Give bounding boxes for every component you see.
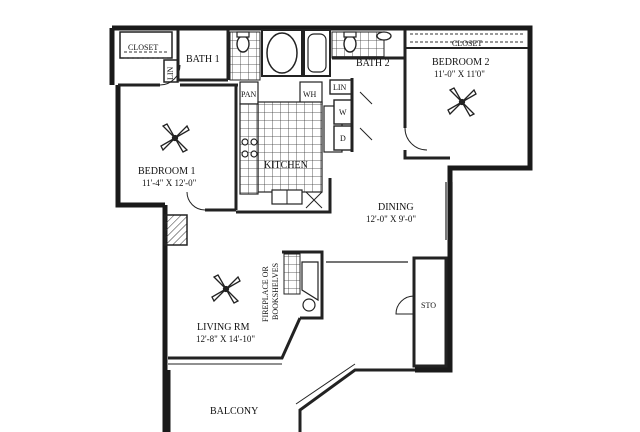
bath-block <box>119 29 528 100</box>
balcony-walls <box>168 317 415 432</box>
kitchen-label: KITCHEN <box>264 160 308 171</box>
bath1-label: BATH 1 <box>186 54 220 65</box>
pan-label: PAN <box>241 90 256 99</box>
wh-label: WH <box>303 90 317 99</box>
ceiling-fan-icon <box>211 274 241 304</box>
bedroom2-walls <box>403 100 450 160</box>
bedroom1-name: BEDROOM 1 <box>138 166 196 177</box>
dining-window <box>445 182 453 240</box>
lin-left-label: LIN <box>166 66 175 80</box>
bedroom2-name: BEDROOM 2 <box>432 57 490 68</box>
dining-dims: 12'-0" X 9'-0" <box>366 214 416 224</box>
kitchen-area <box>236 81 343 214</box>
laundry-area <box>329 78 373 152</box>
fireplace-label-line1: FIREPLACE OR <box>261 266 270 322</box>
living-name: LIVING RM <box>197 322 250 333</box>
dining-name: DINING <box>378 202 414 213</box>
bedroom1-walls <box>118 64 238 212</box>
dryer-label: D <box>340 134 346 143</box>
bath2-label: BATH 2 <box>356 58 390 69</box>
tub-basin-icon <box>266 32 298 74</box>
entry-stair <box>164 214 188 246</box>
bedroom2-dims: 11'-0" X 11'0" <box>434 69 485 79</box>
fireplace <box>282 250 408 320</box>
sink-icon <box>376 31 392 41</box>
balcony-label: BALCONY <box>210 406 258 417</box>
washer-label: W <box>339 108 347 117</box>
bedroom1-dims: 11'-4" X 12'-0" <box>142 178 197 188</box>
closet-left-label: CLOSET <box>128 43 158 52</box>
stove-icon <box>241 138 258 158</box>
sto-label: STO <box>421 301 436 310</box>
ceiling-fan-icon <box>447 87 477 117</box>
storage-closet <box>395 256 448 368</box>
fireplace-label-line2: BOOKSHELVES <box>271 263 280 320</box>
ceiling-fan-icon <box>160 123 190 153</box>
toilet-icon <box>236 35 250 53</box>
closet-right-label: CLOSET <box>452 39 482 48</box>
lin-center-label: LIN <box>333 83 347 92</box>
living-dims: 12'-8" X 14'-10" <box>196 334 255 344</box>
toilet-icon <box>343 35 357 53</box>
